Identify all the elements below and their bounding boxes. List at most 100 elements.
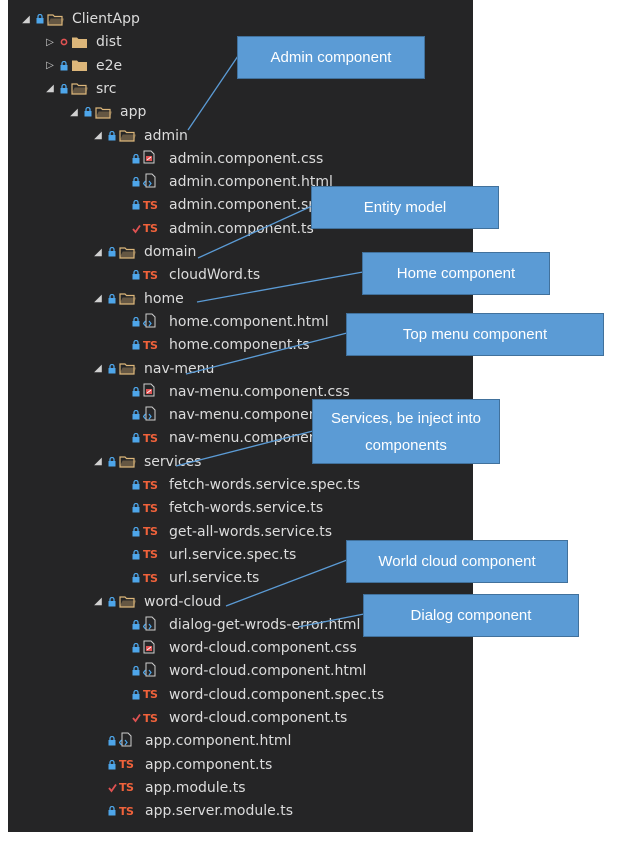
tree-item-fetch-words-service-spec-ts[interactable]: TS fetch-words.service.spec.ts (8, 474, 473, 496)
tree-item-home-component-html[interactable]: home.component.html (8, 311, 473, 333)
tree-item-app-module-ts[interactable]: TS app.module.ts (8, 777, 473, 799)
tree-item-e2e[interactable]: ▷ e2e (8, 55, 473, 77)
typescript-file-icon: TS (143, 478, 158, 492)
tree-item-label: app.server.module.ts (145, 803, 293, 820)
lock-icon (132, 270, 140, 280)
html-file-icon (142, 313, 161, 331)
callout-connector-line (297, 613, 365, 628)
tree-item-dist[interactable]: ▷dist (8, 31, 473, 53)
tree-item-label: src (96, 80, 117, 97)
tree-item-label: home (144, 290, 184, 307)
tree-item-home-component-ts[interactable]: TS home.component.ts (8, 334, 473, 356)
lock-icon (132, 153, 140, 164)
tree-item-label: app.module.ts (145, 779, 246, 796)
callout-connector-line (175, 430, 314, 467)
tree-item-label: fetch-words.service.spec.ts (169, 477, 361, 493)
tree-item-clientapp[interactable]: ◢ClientApp (8, 8, 473, 30)
lock-icon (108, 456, 116, 467)
collapsed-arrow-icon[interactable]: ▷ (46, 60, 54, 72)
tree-item-label: app.component.html (145, 733, 292, 750)
folder-open-icon (119, 129, 136, 142)
expanded-arrow-icon[interactable]: ◢ (94, 246, 102, 258)
tree-item-app-component-html[interactable]: app.component.html (8, 730, 473, 752)
typescript-file-icon: TS (143, 222, 158, 236)
typescript-file-icon: TS (143, 688, 158, 702)
lock-icon (132, 480, 140, 490)
typescript-file-icon: TS (143, 571, 158, 585)
tree-item-nav-menu-component-css[interactable]: nav-menu.component.css (8, 381, 473, 403)
typescript-file-icon: TS (119, 781, 134, 795)
tree-item-label: word-cloud.component.html (169, 663, 367, 680)
lock-icon (132, 316, 140, 327)
lock-icon (132, 200, 140, 210)
html-file-icon (118, 732, 137, 750)
expanded-arrow-icon[interactable]: ◢ (94, 456, 102, 468)
expanded-arrow-icon[interactable]: ◢ (94, 363, 102, 374)
html-file-icon (142, 173, 161, 191)
callout-connector-line (185, 332, 348, 375)
tree-item-src[interactable]: ◢ src (8, 78, 473, 100)
folder-open-icon (47, 13, 64, 26)
tree-item-dialog-get-wrods-error-html[interactable]: dialog-get-wrods-error.html (8, 614, 473, 636)
typescript-file-icon: TS (143, 501, 158, 515)
tree-item-home[interactable]: ◢ home (8, 288, 473, 310)
lock-icon (108, 363, 116, 374)
tree-item-label: word-cloud.component.ts (169, 710, 348, 726)
tree-item-label: nav-menu (144, 360, 215, 377)
tree-item-app[interactable]: ◢ app (8, 101, 473, 123)
tree-item-label: app (120, 104, 147, 121)
callout-connector-line (187, 55, 239, 131)
tree-item-label: admin (144, 127, 188, 144)
tree-item-label: e2e (96, 57, 123, 74)
lock-icon (132, 549, 140, 560)
lock-icon (132, 410, 140, 420)
tree-item-label: word-cloud.component.css (169, 640, 357, 657)
callout-label: Services, be inject into components (312, 399, 500, 464)
typescript-file-icon: TS (143, 431, 158, 445)
tree-item-nav-menu-component-html[interactable]: nav-menu.component.html (8, 404, 473, 426)
expanded-arrow-icon[interactable]: ◢ (22, 13, 30, 25)
expanded-arrow-icon[interactable]: ◢ (46, 83, 54, 95)
tree-item-admin-component-html[interactable]: admin.component.html (8, 171, 473, 193)
checked-out-icon (132, 224, 141, 234)
tree-item-services[interactable]: ◢ services (8, 451, 473, 473)
tree-item-label: services (144, 453, 202, 470)
tree-item-admin[interactable]: ◢ admin (8, 125, 473, 147)
html-file-icon (142, 406, 161, 424)
expanded-arrow-icon[interactable]: ◢ (70, 106, 78, 118)
lock-icon (132, 433, 140, 443)
tree-item-domain[interactable]: ◢domain (8, 241, 473, 263)
excluded-dot-icon (60, 37, 68, 47)
lock-icon (132, 503, 140, 513)
lock-icon (132, 386, 140, 397)
callout-label: Admin component (237, 36, 425, 79)
folder-open-icon (119, 455, 136, 468)
tree-item-label: get-all-words.service.ts (169, 523, 332, 540)
tree-item-word-cloud-component-html[interactable]: word-cloud.component.html (8, 660, 473, 682)
tree-item-admin-component-css[interactable]: admin.component.css (8, 148, 473, 170)
callout-label: Dialog component (363, 594, 579, 637)
folder-open-icon (71, 82, 88, 95)
lock-icon (108, 130, 116, 141)
expanded-arrow-icon[interactable]: ◢ (94, 596, 102, 607)
folder-open-icon (95, 106, 112, 119)
tree-item-nav-menu[interactable]: ◢ nav-menu (8, 358, 473, 380)
typescript-file-icon: TS (143, 338, 158, 352)
collapsed-arrow-icon[interactable]: ▷ (46, 36, 54, 48)
tree-item-label: home.component.ts (169, 337, 310, 354)
tree-item-word-cloud-component-css[interactable]: word-cloud.component.css (8, 637, 473, 659)
tree-item-word-cloud[interactable]: ◢word-cloud (8, 591, 473, 613)
css-file-icon (143, 640, 161, 657)
expanded-arrow-icon[interactable]: ◢ (94, 130, 102, 141)
expanded-arrow-icon[interactable]: ◢ (94, 293, 102, 305)
